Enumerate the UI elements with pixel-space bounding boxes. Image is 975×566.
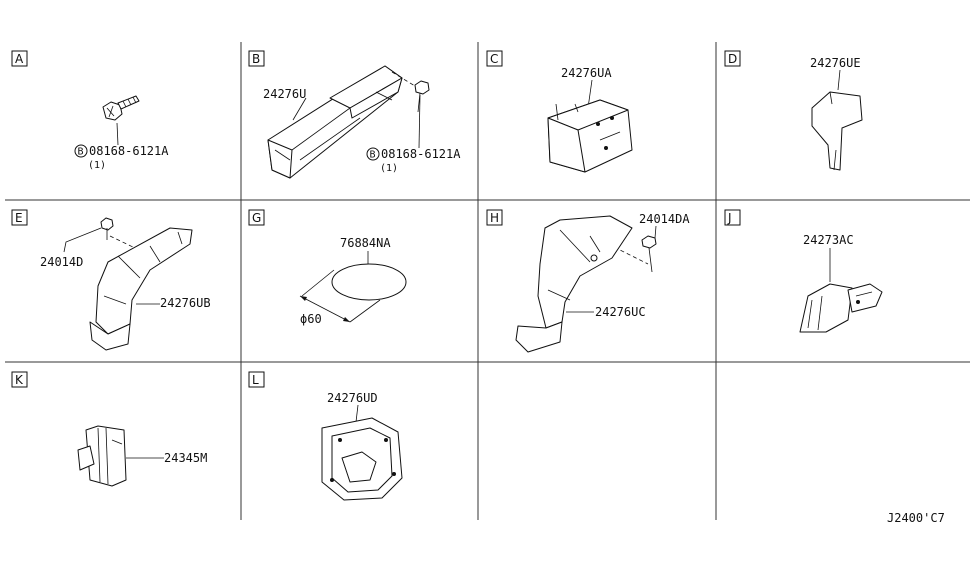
cell-key-box-d: [724, 50, 741, 67]
bolt-symbol-label-a: B: [78, 147, 84, 158]
cell-l: L 24276UD: [248, 371, 403, 501]
leader-24276ua: [587, 79, 593, 109]
part-number-24345m: 24345M: [164, 451, 207, 465]
cell-key-j: J: [727, 211, 732, 225]
duct-e: [89, 227, 193, 351]
bolt-e: [100, 217, 114, 240]
quantity-a: (1): [88, 160, 106, 171]
grid: [5, 42, 970, 520]
leader-24014da: [654, 225, 657, 239]
bracket-j: [799, 283, 883, 333]
part-number-24276uc: 24276UC: [595, 305, 646, 319]
cell-key-b: B: [252, 52, 260, 66]
assembly-line-b: [391, 71, 416, 87]
part-number-24014d: 24014D: [40, 255, 83, 269]
part-number-24276ub: 24276UB: [160, 296, 211, 310]
part-number-24273ac: 24273AC: [803, 233, 854, 247]
part-number-24276ud: 24276UD: [327, 391, 378, 405]
cell-key-box-g: [248, 209, 265, 226]
leader-24276u: [292, 97, 307, 121]
part-number-76884na: 76884NA: [340, 236, 391, 250]
cell-b: B 24276U B 08168-6121A (1): [248, 50, 461, 179]
cell-key-box-a: [11, 50, 28, 67]
bolt-symbol-a: [74, 144, 88, 158]
bolt-a: [102, 95, 140, 121]
cell-key-k: K: [15, 373, 24, 387]
part-number-24276ua: 24276UA: [561, 66, 612, 80]
cell-key-box-b: [248, 50, 265, 67]
cell-g: G 76884NA ϕ60: [248, 209, 407, 326]
part-number-24014da: 24014DA: [639, 212, 690, 226]
cell-key-box-l: [248, 371, 265, 388]
duct-b: [267, 65, 403, 179]
cell-key-d: D: [728, 52, 737, 66]
quantity-b: (1): [380, 163, 398, 174]
cell-key-a: A: [15, 52, 24, 66]
cell-j: J 24273AC: [724, 209, 883, 333]
seal-pad-g: [331, 263, 407, 301]
leader-24276ud: [355, 404, 359, 423]
panel-d: [811, 91, 863, 171]
drawing-code: J2400'C7: [887, 511, 945, 525]
leader-08168-6121a-b: [418, 94, 421, 149]
leader-24276ue: [837, 69, 841, 91]
cell-e: E 24014D 24276UB: [11, 209, 211, 351]
part-number-24276u: 24276U: [263, 87, 306, 101]
bolt-b: [414, 80, 430, 113]
cell-key-l: L: [252, 373, 259, 387]
cell-k: K 24345M: [11, 371, 207, 487]
cell-d: D 24276UE: [724, 50, 863, 171]
cell-key-g: G: [252, 211, 261, 225]
leader-a: [116, 122, 119, 146]
cell-c: C 24276UA: [486, 50, 633, 173]
dimension-line-g: [299, 269, 381, 323]
cell-key-h: H: [490, 211, 499, 225]
dimension-g: ϕ60: [300, 312, 322, 326]
bolt-h: [641, 235, 657, 273]
cell-a: A B 08168-6121A (1): [11, 50, 169, 171]
leader-24014d: [63, 227, 102, 253]
cell-key-box-k: [11, 371, 28, 388]
part-number-08168-6121a-b: 08168-6121A: [381, 147, 461, 161]
duct-c: [547, 99, 633, 173]
part-number-24276ue: 24276UE: [810, 56, 861, 70]
bolt-symbol-b: [366, 147, 380, 161]
assembly-line-e: [109, 235, 136, 249]
cell-key-c: C: [490, 52, 498, 66]
cell-key-box-j: [724, 209, 741, 226]
part-number-08168-6121a-a: 08168-6121A: [89, 144, 169, 158]
duct-h: [515, 215, 633, 353]
cell-key-box-h: [486, 209, 503, 226]
block-k: [77, 425, 127, 487]
cell-key-box-e: [11, 209, 28, 226]
cell-key-e: E: [15, 211, 23, 225]
cell-key-box-c: [486, 50, 503, 67]
cell-h: H 24014DA 24276UC: [486, 209, 690, 353]
cover-l: [321, 417, 403, 501]
bolt-symbol-label-b: B: [370, 150, 376, 161]
